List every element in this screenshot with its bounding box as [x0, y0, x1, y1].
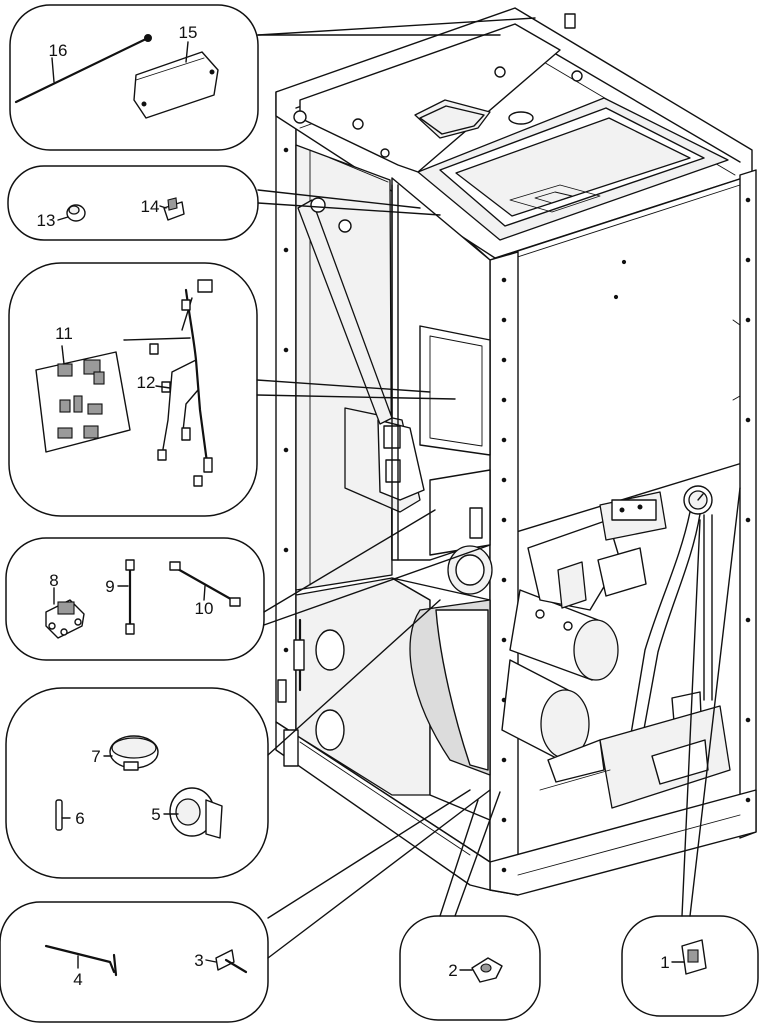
callout-label-3: 3	[194, 951, 203, 970]
callout-label-4: 4	[73, 970, 82, 989]
boiler-cabinet	[275, 7, 757, 896]
callout-label-16: 16	[49, 41, 68, 60]
callout-group-15-16	[9, 4, 536, 151]
callout-label-11: 11	[55, 324, 73, 343]
callout-group-13-14	[7, 165, 441, 241]
callout-label-6: 6	[75, 809, 84, 828]
callout-label-7: 7	[91, 747, 100, 766]
cable-lug-part	[174, 566, 238, 604]
circuit-board-part	[35, 351, 131, 453]
callout-label-2: 2	[448, 961, 457, 980]
callout-label-5: 5	[151, 805, 160, 824]
callout-group-11-12	[8, 262, 456, 517]
callout-group-1	[621, 487, 759, 1017]
callout-group-5-6-7	[5, 599, 441, 879]
callout-labels: 16 15 13 14 11 12 8 9 10 7 6 5 4 3 2 1	[37, 23, 670, 989]
callout-label-15: 15	[179, 23, 198, 42]
module-box-part	[133, 51, 219, 119]
callout-label-12: 12	[137, 373, 156, 392]
bent-rod-part	[44, 944, 116, 974]
cable-part	[14, 36, 150, 104]
callout-label-13: 13	[37, 211, 56, 230]
callout-label-8: 8	[49, 571, 58, 590]
callout-group-2	[399, 791, 541, 1021]
callout-label-9: 9	[105, 577, 114, 596]
callout-group-3-4	[0, 789, 491, 1023]
callout-label-14: 14	[141, 197, 160, 216]
callout-label-10: 10	[195, 599, 214, 618]
callout-label-1: 1	[660, 953, 669, 972]
callout-group-8-9-10	[5, 509, 491, 661]
pin-part	[55, 799, 63, 831]
